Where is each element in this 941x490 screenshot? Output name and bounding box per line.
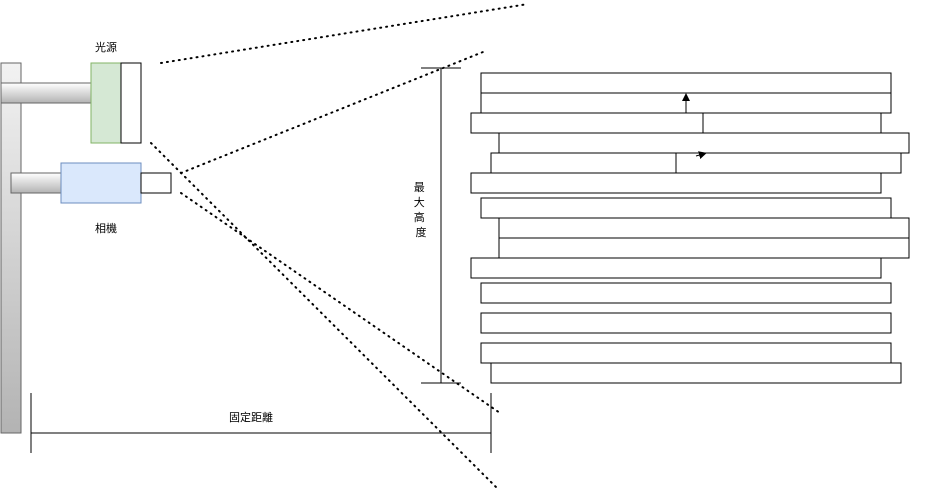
light-source-label: 光源 (95, 40, 117, 54)
light-source-lens (120, 62, 142, 144)
small-arrow (695, 151, 707, 159)
camera-view-upper (180, 51, 484, 174)
board (470, 257, 882, 279)
board (480, 197, 892, 219)
max-height-dimension (421, 67, 461, 384)
fixed-distance-label: 固定距離 (229, 410, 273, 424)
field-of-view-lines (150, 3, 529, 490)
board (470, 112, 882, 134)
light-source-body (90, 62, 122, 144)
board (498, 217, 910, 239)
board (498, 132, 910, 154)
support-pole (0, 62, 22, 434)
board-stack (470, 72, 910, 384)
camera-label: 相機 (95, 221, 117, 235)
camera-lens (140, 172, 172, 194)
camera-body (60, 162, 142, 204)
fixed-distance-dimension (30, 393, 492, 453)
board (470, 172, 882, 194)
board (498, 237, 910, 259)
light-beam-lower (150, 142, 500, 490)
board (480, 312, 892, 334)
board (480, 342, 892, 364)
camera-arm (10, 172, 62, 194)
board (480, 282, 892, 304)
max-height-label: 最 大 高 度 (414, 181, 429, 239)
board (490, 362, 902, 384)
light-beam-upper (160, 3, 529, 64)
board-details (675, 93, 707, 173)
light-source-arm (0, 82, 92, 104)
board (480, 72, 892, 94)
camera-view-lower (180, 192, 501, 414)
